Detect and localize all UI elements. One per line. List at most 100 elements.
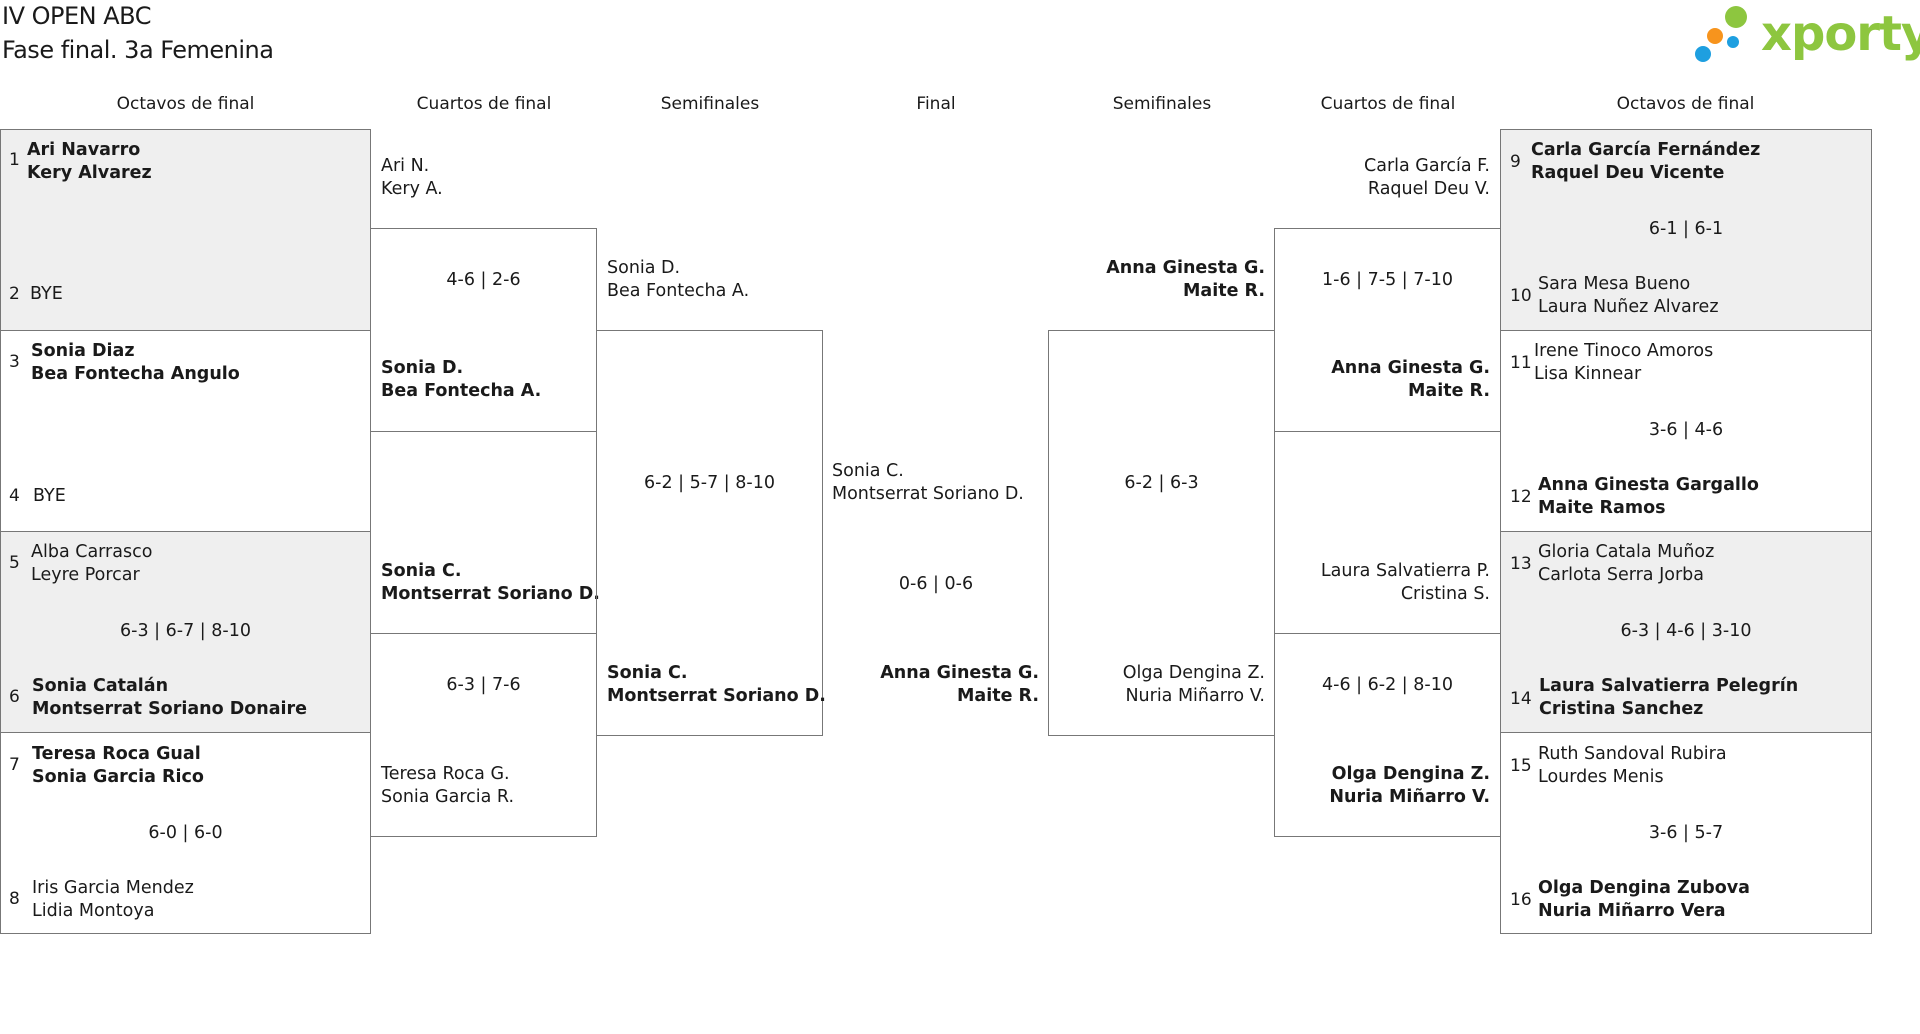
player-name: Ari N. [381,156,430,176]
tournament-subtitle: Fase final. 3a Femenina [2,36,274,64]
seed-number: 12 [1510,487,1532,507]
player-name: Olga Dengina Z. [1331,764,1490,784]
player-name: Raquel Deu V. [1367,179,1490,199]
player-name: Iris Garcia Mendez [32,878,194,898]
seed-number: 2 [9,284,20,304]
logo-dot-icon [1707,28,1723,44]
column-header-final: Final [916,94,956,114]
player-name: Olga Dengina Zubova [1538,878,1750,898]
column-header-r-r16: Octavos de final [1616,94,1755,114]
player-name: Sonia D. [607,258,681,278]
player-name: Sara Mesa Bueno [1538,274,1691,294]
column-header-r-sf: Semifinales [1112,94,1212,114]
player-name: Nuria Miñarro V. [1329,787,1490,807]
column-header-r-qf: Cuartos de final [1320,94,1456,114]
player-name: Kery Alvarez [27,163,152,183]
match-score: 6-2 | 5-7 | 8-10 [644,473,775,493]
logo-dot-icon [1695,46,1711,62]
match-score: 6-1 | 6-1 [1648,219,1724,239]
match-score: 6-2 | 6-3 [1124,473,1199,493]
player-name: Gloria Catala Muñoz [1538,542,1715,562]
player-name: Sonia C. [381,561,462,581]
match-score: 4-6 | 2-6 [446,270,521,290]
seed-number: 15 [1510,756,1532,776]
logo-dot-icon [1725,6,1747,28]
match-score: 3-6 | 4-6 [1648,420,1724,440]
player-name: Irene Tinoco Amoros [1534,341,1714,361]
match-score: 6-3 | 6-7 | 8-10 [120,621,251,641]
player-name: Bea Fontecha Angulo [31,364,240,384]
seed-number: 4 [9,486,20,506]
player-name: Montserrat Soriano D. [832,484,1024,504]
match-box [1048,330,1275,736]
match-box [1500,129,1872,331]
player-name: Sonia Catalán [32,676,169,696]
player-name: Raquel Deu Vicente [1531,163,1725,183]
player-name: Sonia Garcia Rico [32,767,204,787]
player-name: Sonia Diaz [31,341,135,361]
seed-number: 3 [9,352,20,372]
player-name: Montserrat Soriano D. [607,686,826,706]
player-name: Lisa Kinnear [1534,364,1642,384]
player-name: Sonia Garcia R. [381,787,515,807]
logo-dot-icon [1727,36,1739,48]
player-name: Olga Dengina Z. [1122,663,1265,683]
seed-number: 11 [1510,353,1532,373]
player-name: Leyre Porcar [31,565,140,585]
match-score: 6-3 | 7-6 [446,675,521,695]
player-name: Bea Fontecha A. [381,381,542,401]
seed-number: 14 [1510,689,1532,709]
match-score: 4-6 | 6-2 | 8-10 [1322,675,1453,695]
player-name: Nuria Miñarro V. [1125,686,1265,706]
player-name: Lourdes Menis [1538,767,1664,787]
match-score: 3-6 | 5-7 [1648,823,1724,843]
player-name: Anna Ginesta G. [1331,358,1490,378]
player-name: Laura Salvatierra P. [1320,561,1490,581]
player-name: Laura Salvatierra Pelegrín [1539,676,1799,696]
seed-number: 5 [9,553,20,573]
logo-text: xporty [1761,6,1920,62]
match-box [0,531,371,733]
player-name: Montserrat Soriano D. [381,584,600,604]
player-name: Bea Fontecha A. [607,281,750,301]
player-name: Kery A. [381,179,443,199]
player-name: Nuria Miñarro Vera [1538,901,1726,921]
seed-number: 1 [9,150,20,170]
player-name: Maite R. [1183,281,1265,301]
player-name: Teresa Roca Gual [32,744,201,764]
player-name: Sonia C. [607,663,688,683]
player-name: Teresa Roca G. [381,764,510,784]
player-name: Anna Ginesta Gargallo [1538,475,1759,495]
seed-number: 16 [1510,890,1532,910]
player-name: Maite R. [1408,381,1490,401]
player-name: Alba Carrasco [31,542,153,562]
tournament-title: IV OPEN ABC [2,2,151,30]
match-box [0,129,371,331]
player-name: Anna Ginesta G. [1106,258,1265,278]
player-name: BYE [30,284,63,304]
seed-number: 8 [9,889,20,909]
player-name: Sonia D. [381,358,464,378]
player-name: Montserrat Soriano Donaire [32,699,308,719]
seed-number: 6 [9,687,20,707]
column-header-l-qf: Cuartos de final [416,94,552,114]
column-header-l-r16: Octavos de final [116,94,255,114]
seed-number: 13 [1510,554,1532,574]
column-header-l-sf: Semifinales [660,94,760,114]
player-name: Maite R. [957,686,1039,706]
player-name: Cristina Sanchez [1539,699,1704,719]
player-name: Ruth Sandoval Rubira [1538,744,1727,764]
player-name: Ari Navarro [27,140,141,160]
seed-number: 10 [1510,286,1532,306]
match-box [1500,732,1872,934]
xporty-logo[interactable]: xporty [1695,4,1920,68]
match-score: 6-3 | 4-6 | 3-10 [1620,621,1752,641]
player-name: Anna Ginesta G. [880,663,1039,683]
player-name: Sonia C. [832,461,904,481]
player-name: Carla García F. [1364,156,1490,176]
seed-number: 7 [9,755,20,775]
player-name: Cristina S. [1400,584,1490,604]
player-name: Carla García Fernández [1531,140,1761,160]
match-score: 0-6 | 0-6 [898,574,974,594]
match-score: 1-6 | 7-5 | 7-10 [1322,270,1453,290]
